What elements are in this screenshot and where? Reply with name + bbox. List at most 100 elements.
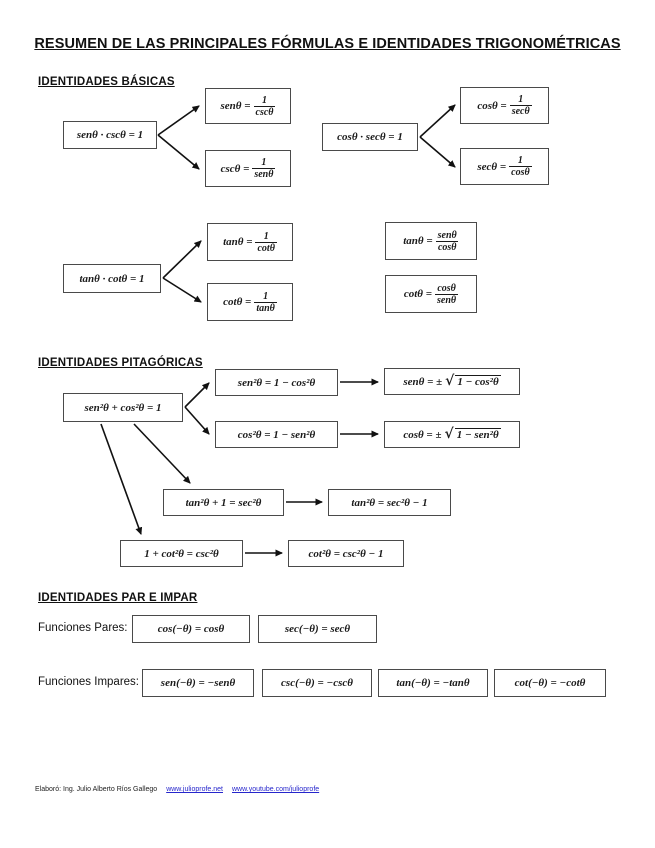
formula-text: sen²θ + cos²θ = 1 bbox=[84, 401, 162, 414]
formula-text: 1 + cot²θ = csc²θ bbox=[144, 547, 219, 560]
formula-text: tan²θ = sec²θ − 1 bbox=[351, 496, 428, 509]
section-heading-pitagoricas: IDENTIDADES PITAGÓRICAS bbox=[38, 357, 203, 369]
formula-text: csc(−θ) = −cscθ bbox=[281, 677, 353, 689]
formula-lhs: cotθ = bbox=[223, 296, 252, 308]
formula-box-cos-reciprocal: cosθ = 1 secθ bbox=[460, 87, 549, 124]
formula-text: tan(−θ) = −tanθ bbox=[396, 677, 470, 689]
formula-box-cot-reciprocal: cotθ = 1 tanθ bbox=[207, 283, 293, 321]
formula-lhs: cscθ = bbox=[220, 162, 250, 175]
formula-box-sen-sqrt: senθ = ± √ 1 − cos²θ bbox=[384, 368, 520, 395]
formula-radicand: 1 − sen²θ bbox=[454, 428, 501, 441]
fraction-numerator: 1 bbox=[518, 94, 524, 105]
fraction-numerator: 1 bbox=[263, 230, 269, 242]
formula-text: cosθ · secθ = 1 bbox=[337, 131, 403, 143]
fraction-numerator: cosθ bbox=[437, 282, 456, 294]
formula-box-sen-csc-product: senθ · cscθ = 1 bbox=[63, 121, 157, 149]
formula-text: cos(−θ) = cosθ bbox=[157, 623, 225, 635]
label-funciones-pares: Funciones Pares: bbox=[38, 622, 128, 634]
arrow-sen-csc-top bbox=[157, 105, 200, 136]
formula-text: cos²θ = 1 − sen²θ bbox=[237, 428, 316, 441]
formula-lhs: tanθ = bbox=[403, 235, 433, 247]
fraction-numerator: 1 bbox=[517, 155, 523, 166]
formula-box-sec-even: sec(−θ) = secθ bbox=[258, 615, 377, 643]
formula-box-sen-odd: sen(−θ) = −senθ bbox=[142, 669, 254, 697]
formula-box-tan-cot-product: tanθ · cotθ = 1 bbox=[63, 264, 161, 293]
fraction: 1 cscθ bbox=[253, 94, 276, 118]
arrow-cos-sec-top bbox=[419, 104, 456, 138]
fraction: senθ cosθ bbox=[435, 229, 459, 253]
formula-box-sec-reciprocal: secθ = 1 cosθ bbox=[460, 148, 549, 185]
fraction-denominator: cotθ bbox=[255, 241, 277, 254]
section-heading-basicas: IDENTIDADES BÁSICAS bbox=[38, 76, 175, 88]
formula-text: cot(−θ) = −cotθ bbox=[514, 677, 586, 689]
fraction-denominator: cosθ bbox=[435, 240, 459, 253]
footer: Elaboró: Ing. Julio Alberto Ríos Gallego… bbox=[35, 786, 319, 793]
formula-box-cos-sqrt: cosθ = ± √ 1 − sen²θ bbox=[384, 421, 520, 448]
formula-pre: cosθ = ± bbox=[403, 428, 442, 441]
sqrt-icon: √ bbox=[444, 425, 454, 442]
formula-lhs: cosθ = bbox=[477, 99, 507, 112]
arrow-pyth-sen-sq bbox=[184, 382, 210, 408]
page-title: RESUMEN DE LAS PRINCIPALES FÓRMULAS E ID… bbox=[34, 36, 621, 52]
fraction-denominator: senθ bbox=[252, 168, 276, 180]
arrow-pyth-to-cot bbox=[100, 423, 143, 535]
footer-link-youtube[interactable]: www.youtube.com/julioprofe bbox=[232, 786, 320, 793]
formula-box-sen-reciprocal: senθ = 1 cscθ bbox=[205, 88, 291, 124]
label-funciones-impares: Funciones Impares: bbox=[38, 676, 139, 688]
formula-box-cos-squared: cos²θ = 1 − sen²θ bbox=[215, 421, 338, 448]
formula-text: sen²θ = 1 − cos²θ bbox=[237, 376, 316, 389]
formula-lhs: cotθ = bbox=[403, 288, 433, 300]
arrow-tan-cot-bottom bbox=[162, 277, 202, 303]
section-heading-par-impar: IDENTIDADES PAR E IMPAR bbox=[38, 592, 198, 604]
formula-box-cos-sec-product: cosθ · secθ = 1 bbox=[322, 123, 418, 151]
formula-lhs: tanθ = bbox=[223, 236, 253, 248]
fraction-denominator: cscθ bbox=[253, 105, 276, 118]
fraction-numerator: senθ bbox=[437, 229, 457, 241]
arrow-cos-sec-bottom bbox=[419, 136, 456, 168]
formula-box-tan-quotient: tanθ = senθ cosθ bbox=[385, 222, 477, 260]
arrow-pyth-cos-sq bbox=[184, 406, 210, 435]
footer-link-julioprofe[interactable]: www.julioprofe.net bbox=[166, 786, 223, 793]
formula-radicand: 1 − cos²θ bbox=[455, 375, 501, 388]
footer-credit: Elaboró: Ing. Julio Alberto Ríos Gallego bbox=[35, 786, 158, 793]
arrow-tan-cot-top bbox=[162, 240, 202, 279]
fraction-numerator: 1 bbox=[263, 290, 269, 302]
fraction-denominator: cosθ bbox=[509, 166, 532, 178]
formula-box-cot-quotient: cotθ = cosθ senθ bbox=[385, 275, 477, 313]
formula-box-pythagorean-root: sen²θ + cos²θ = 1 bbox=[63, 393, 183, 422]
formula-text: cot²θ = csc²θ − 1 bbox=[308, 547, 384, 560]
formula-lhs: secθ = bbox=[477, 160, 507, 173]
fraction-denominator: senθ bbox=[435, 293, 459, 306]
formula-box-tan-reciprocal: tanθ = 1 cotθ bbox=[207, 223, 293, 261]
sqrt-icon: √ bbox=[445, 372, 455, 389]
arrow-sen-csc-bottom bbox=[157, 134, 200, 170]
formula-box-sen-squared: sen²θ = 1 − cos²θ bbox=[215, 369, 338, 396]
fraction: 1 secθ bbox=[509, 94, 532, 117]
fraction: 1 senθ bbox=[252, 157, 276, 180]
formula-pre: senθ = ± bbox=[403, 375, 443, 388]
formula-text: tan²θ + 1 = sec²θ bbox=[185, 496, 262, 509]
formula-box-cos-even: cos(−θ) = cosθ bbox=[132, 615, 250, 643]
formula-box-tan-sec-solved: tan²θ = sec²θ − 1 bbox=[328, 489, 451, 516]
fraction: 1 cotθ bbox=[255, 230, 277, 254]
formula-box-csc-odd: csc(−θ) = −cscθ bbox=[262, 669, 372, 697]
fraction: 1 cosθ bbox=[509, 155, 532, 178]
formula-box-cot-odd: cot(−θ) = −cotθ bbox=[494, 669, 606, 697]
formula-text: senθ · cscθ = 1 bbox=[76, 129, 144, 141]
formula-lhs: senθ = bbox=[220, 100, 251, 112]
formula-box-cot-csc-solved: cot²θ = csc²θ − 1 bbox=[288, 540, 404, 567]
formula-box-tan-sec: tan²θ + 1 = sec²θ bbox=[163, 489, 284, 516]
fraction-numerator: 1 bbox=[261, 157, 267, 168]
fraction: cosθ senθ bbox=[435, 282, 459, 306]
fraction-denominator: tanθ bbox=[254, 301, 277, 314]
fraction-denominator: secθ bbox=[509, 105, 532, 117]
fraction-numerator: 1 bbox=[262, 94, 267, 106]
fraction: 1 tanθ bbox=[254, 291, 277, 314]
formula-box-csc-reciprocal: cscθ = 1 senθ bbox=[205, 150, 291, 187]
formula-box-tan-odd: tan(−θ) = −tanθ bbox=[378, 669, 488, 697]
formula-box-cot-csc: 1 + cot²θ = csc²θ bbox=[120, 540, 243, 567]
formula-text: sec(−θ) = secθ bbox=[284, 623, 351, 635]
formula-text: tanθ · cotθ = 1 bbox=[79, 272, 145, 285]
arrow-pyth-to-tan bbox=[133, 423, 191, 484]
